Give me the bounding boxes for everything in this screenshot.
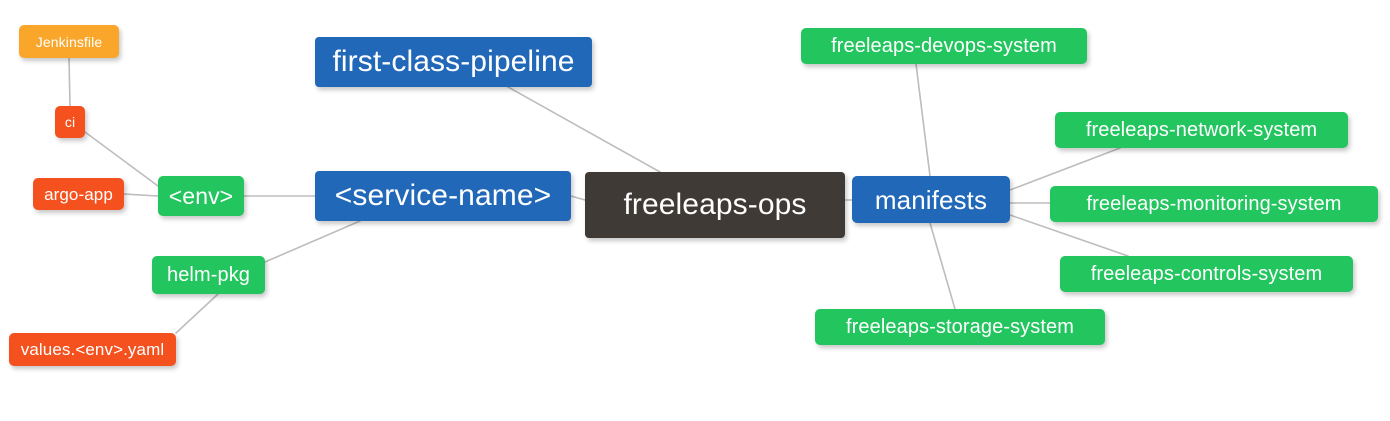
mindmap-node-ci[interactable]: ci: [55, 106, 85, 138]
edge-manifests-to-freeleaps-devops-system: [915, 63, 931, 177]
edge-first-class-pipeline-to-freeleaps-ops: [507, 86, 661, 173]
mindmap-node-manifests[interactable]: manifests: [852, 176, 1010, 223]
edge-manifests-to-freeleaps-network-system: [1009, 147, 1121, 191]
mindmap-node-service-name[interactable]: <service-name>: [315, 171, 571, 221]
mindmap-node-values-env-yaml[interactable]: values.<env>.yaml: [9, 333, 176, 366]
edge-jenkinsfile-to-ci: [68, 57, 71, 107]
mindmap-node-freeleaps-controls-system[interactable]: freeleaps-controls-system: [1060, 256, 1353, 292]
mindmap-node-freeleaps-devops-system[interactable]: freeleaps-devops-system: [801, 28, 1087, 64]
mindmap-node-freeleaps-ops[interactable]: freeleaps-ops: [585, 172, 845, 238]
edge-service-name-to-freeleaps-ops: [570, 195, 586, 201]
mindmap-node-freeleaps-monitoring-system[interactable]: freeleaps-monitoring-system: [1050, 186, 1378, 222]
edge-values-env-yaml-to-helm-pkg: [175, 293, 219, 334]
mindmap-node-env[interactable]: <env>: [158, 176, 244, 216]
mindmap-node-freeleaps-storage-system[interactable]: freeleaps-storage-system: [815, 309, 1105, 345]
mindmap-node-first-class-pipeline[interactable]: first-class-pipeline: [315, 37, 592, 87]
edge-argo-app-to-env: [123, 193, 159, 197]
edge-helm-pkg-to-service-name: [264, 220, 361, 263]
mindmap-node-freeleaps-network-system[interactable]: freeleaps-network-system: [1055, 112, 1348, 148]
edge-manifests-to-freeleaps-storage-system: [929, 222, 956, 310]
mindmap-node-argo-app[interactable]: argo-app: [33, 178, 124, 210]
mindmap-node-helm-pkg[interactable]: helm-pkg: [152, 256, 265, 294]
mindmap-node-jenkinsfile[interactable]: Jenkinsfile: [19, 25, 119, 58]
